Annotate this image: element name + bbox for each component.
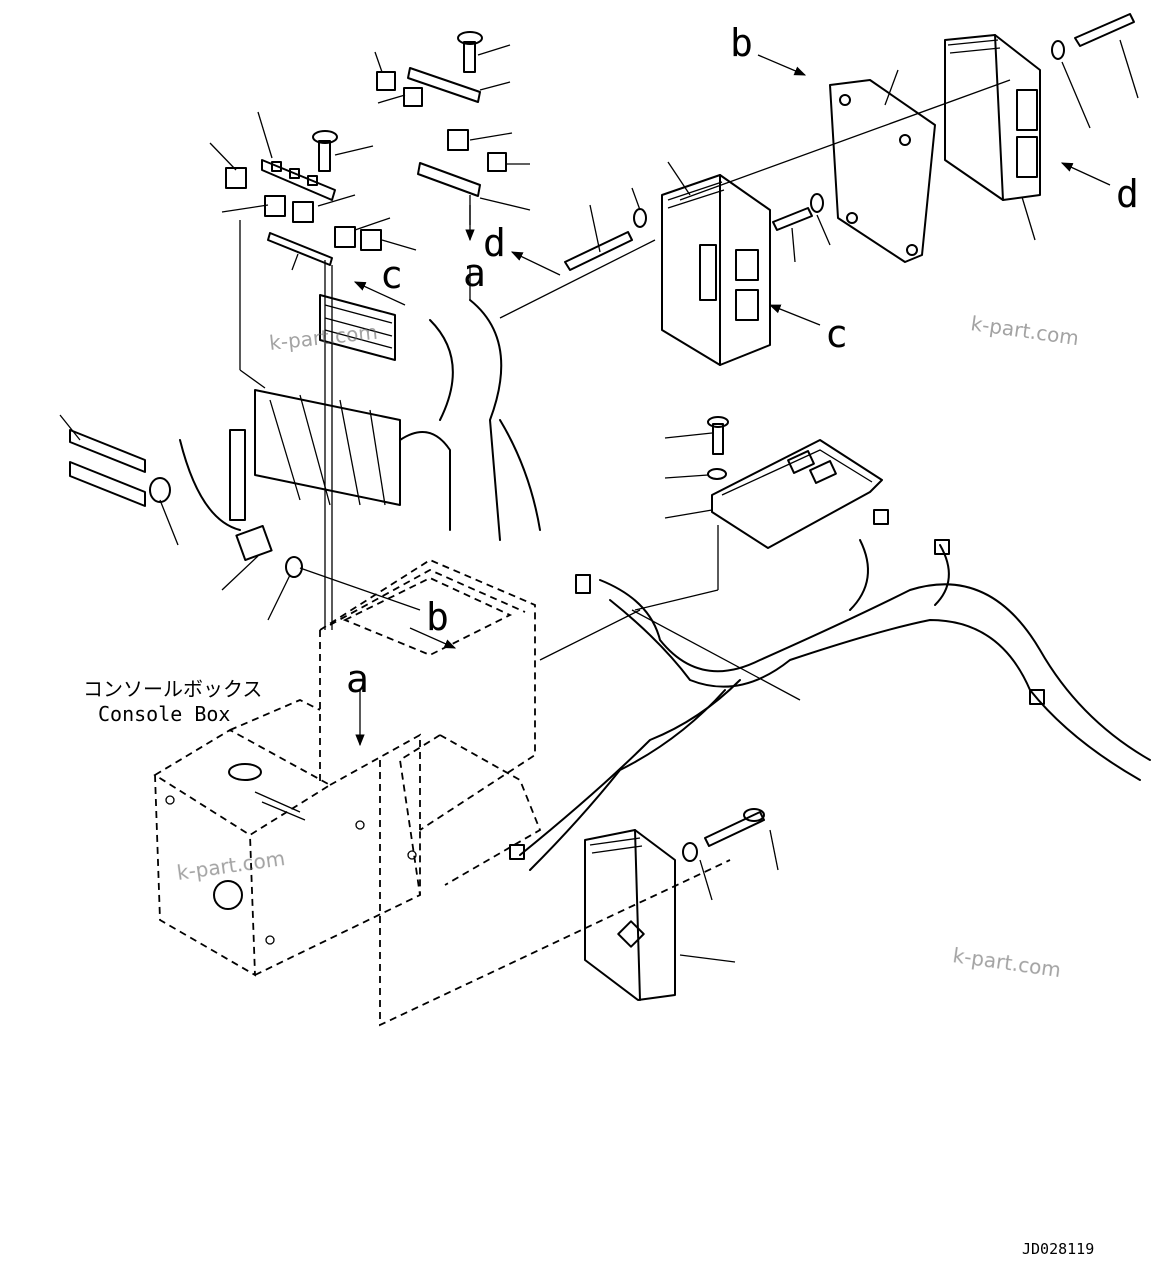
- view-letter-b: b: [426, 595, 449, 639]
- drawing-id: JD028119: [1022, 1240, 1094, 1258]
- view-arrow-line: [768, 304, 821, 326]
- fuse-relay-assembly: [69, 130, 541, 578]
- view-arrow-line: [353, 281, 406, 306]
- watermarks: k-part.com k-part.com k-part.com k-part.…: [175, 311, 1080, 982]
- view-arrow-line: [510, 251, 561, 276]
- controller-bottom: [584, 808, 779, 1001]
- view-letter-d: d: [1116, 172, 1139, 216]
- view-arrow-line: [1060, 162, 1111, 186]
- view-arrow-line: [757, 54, 807, 76]
- view-letter-c: c: [380, 253, 403, 297]
- leader-lines-left: [59, 44, 656, 630]
- upper-relay-group: [376, 31, 507, 197]
- controller-group-top: [564, 13, 1139, 366]
- view-letter-a: a: [346, 657, 369, 701]
- view-letter-b: b: [730, 21, 753, 65]
- view-letter-a: a: [463, 251, 486, 295]
- console-box: [153, 558, 731, 1027]
- view-letter-c: c: [825, 312, 848, 356]
- watermark-text: k-part.com: [951, 943, 1062, 982]
- watermark-text: k-part.com: [268, 320, 379, 355]
- view-letter-d: d: [483, 221, 506, 265]
- view-arrow-line: [409, 627, 457, 649]
- console-box-label-en: Console Box: [98, 702, 230, 726]
- controller-mid-and-harness: [509, 416, 1151, 871]
- watermark-text: k-part.com: [175, 846, 286, 885]
- watermark-text: k-part.com: [969, 311, 1080, 350]
- console-box-label-jp: コンソールボックス: [83, 677, 262, 701]
- view-arrows: a a b b c c d d: [346, 21, 1139, 747]
